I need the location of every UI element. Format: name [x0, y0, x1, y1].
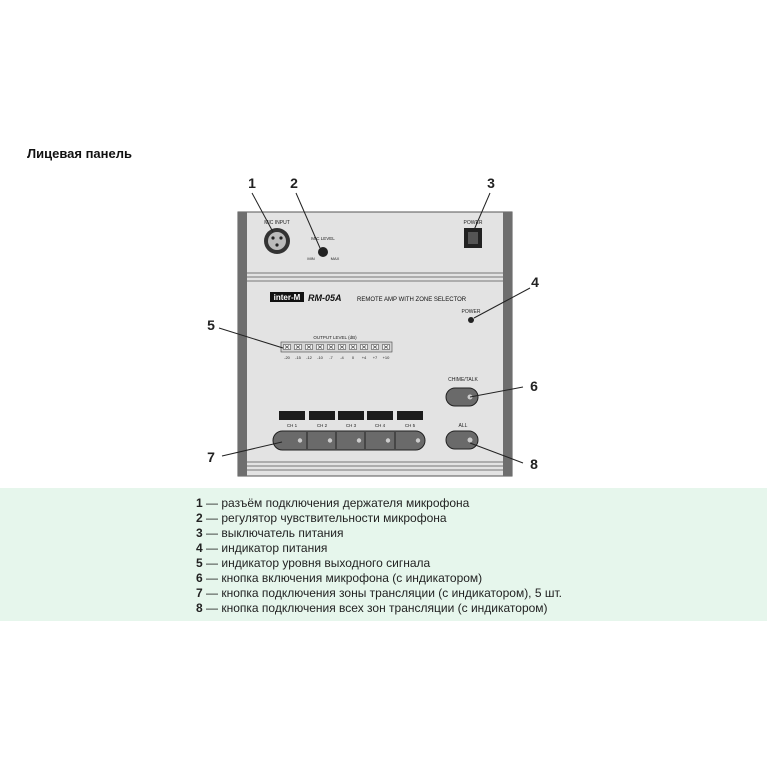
- callout-4: 4: [531, 274, 539, 290]
- mic-input-label: MIC INPUT: [264, 220, 290, 226]
- legend-num: 4: [196, 541, 203, 555]
- legend-text: — кнопка включения микрофона (с индикато…: [206, 571, 483, 585]
- power-led-label: POWER: [462, 309, 481, 315]
- legend-text: — регулятор чувствительности микрофона: [206, 511, 447, 525]
- all-label: ALL: [459, 423, 468, 429]
- front-panel-diagram: MIC INPUT MIC LEVEL MIN MAX POWER inter-…: [207, 175, 539, 477]
- channel-label-1: CH 1: [287, 423, 298, 428]
- output-level-leds: [283, 344, 390, 350]
- channel-label-5: CH 5: [405, 423, 416, 428]
- channel-button-5[interactable]: [415, 438, 421, 443]
- output-tick-label: +4: [362, 355, 367, 360]
- legend-item-2: 2 — регулятор чувствительности микрофона: [196, 511, 562, 526]
- chime-talk-label: CHIME/TALK: [448, 377, 478, 383]
- power-switch-label: POWER: [464, 220, 483, 226]
- legend-item-7: 7 — кнопка подключения зоны трансляции (…: [196, 586, 562, 601]
- legend-num: 8: [196, 601, 203, 615]
- callout-1: 1: [248, 175, 256, 191]
- legend-text: — кнопка подключения зоны трансляции (с …: [206, 586, 562, 600]
- channel-button-3[interactable]: [356, 438, 362, 443]
- mic-level-knob: [318, 247, 328, 257]
- legend-item-3: 3 — выключатель питания: [196, 526, 562, 541]
- output-tick-label: +10: [383, 355, 391, 360]
- brand-logo-text: inter-M: [274, 293, 301, 302]
- panel-side-right: [503, 212, 512, 476]
- channel-indicator-2: [309, 411, 335, 420]
- output-tick-label: -20: [284, 355, 291, 360]
- legend-item-5: 5 — индикатор уровня выходного сигнала: [196, 556, 562, 571]
- callout-3: 3: [487, 175, 495, 191]
- legend-text: — кнопка подключения всех зон трансляции…: [206, 601, 548, 615]
- legend-num: 5: [196, 556, 203, 570]
- channel-indicator-1: [279, 411, 305, 420]
- callout-6: 6: [530, 378, 538, 394]
- legend-item-8: 8 — кнопка подключения всех зон трансляц…: [196, 601, 562, 616]
- legend-text: — индикатор питания: [206, 541, 328, 555]
- output-level-label: OUTPUT LEVEL (dB): [313, 335, 357, 340]
- output-tick-label: -10: [317, 355, 324, 360]
- channel-indicator-3: [338, 411, 364, 420]
- callout-5: 5: [207, 317, 215, 333]
- all-button: [445, 430, 479, 450]
- legend-text: — разъём подключения держателя микрофона: [206, 496, 470, 510]
- legend-list: 1 — разъём подключения держателя микрофо…: [196, 496, 562, 616]
- legend-num: 7: [196, 586, 203, 600]
- model-desc: REMOTE AMP WITH ZONE SELECTOR: [357, 297, 467, 303]
- max-label: MAX: [331, 256, 340, 261]
- legend-text: — индикатор уровня выходного сигнала: [206, 556, 431, 570]
- output-tick-label: -7: [329, 355, 333, 360]
- output-tick-label: -4: [340, 355, 344, 360]
- output-tick-label: 0: [352, 355, 355, 360]
- legend-panel: 1 — разъём подключения держателя микрофо…: [0, 488, 767, 621]
- section-title: Лицевая панель: [27, 146, 132, 161]
- channel-button-1[interactable]: [297, 438, 303, 443]
- power-led: [468, 317, 474, 323]
- channel-button-2[interactable]: [327, 438, 333, 443]
- output-tick-label: -12: [306, 355, 313, 360]
- channel-label-3: CH 3: [346, 423, 357, 428]
- legend-item-1: 1 — разъём подключения держателя микрофо…: [196, 496, 562, 511]
- channel-button-group: [272, 430, 426, 451]
- channel-indicator-5: [397, 411, 423, 420]
- legend-num: 1: [196, 496, 203, 510]
- brand-logo: [270, 292, 304, 302]
- channel-label-2: CH 2: [317, 423, 328, 428]
- legend-num: 6: [196, 571, 203, 585]
- legend-num: 3: [196, 526, 203, 540]
- legend-item-6: 6 — кнопка включения микрофона (с индика…: [196, 571, 562, 586]
- mic-level-label: MIC LEVEL: [311, 236, 335, 241]
- output-level-ticks: -20 -15 -12 -10 -7 -4 0 +4 +7 +10: [284, 355, 390, 360]
- legend-item-4: 4 — индикатор питания: [196, 541, 562, 556]
- channel-indicator-4: [367, 411, 393, 420]
- legend-num: 2: [196, 511, 203, 525]
- panel-side-left: [238, 212, 247, 476]
- output-tick-label: +7: [373, 355, 378, 360]
- bottom-groove: [247, 461, 503, 471]
- model-name: RM-05A: [308, 293, 342, 303]
- legend-text: — выключатель питания: [206, 526, 344, 540]
- chime-talk-button: [445, 387, 479, 407]
- channel-button-4[interactable]: [385, 438, 391, 443]
- callout-2: 2: [290, 175, 298, 191]
- callout-8: 8: [530, 456, 538, 472]
- output-tick-label: -15: [295, 355, 302, 360]
- top-groove: [247, 272, 503, 282]
- callout-lines: [218, 192, 531, 464]
- channel-label-4: CH 4: [375, 423, 386, 428]
- min-label: MIN: [307, 256, 314, 261]
- callout-7: 7: [207, 449, 215, 465]
